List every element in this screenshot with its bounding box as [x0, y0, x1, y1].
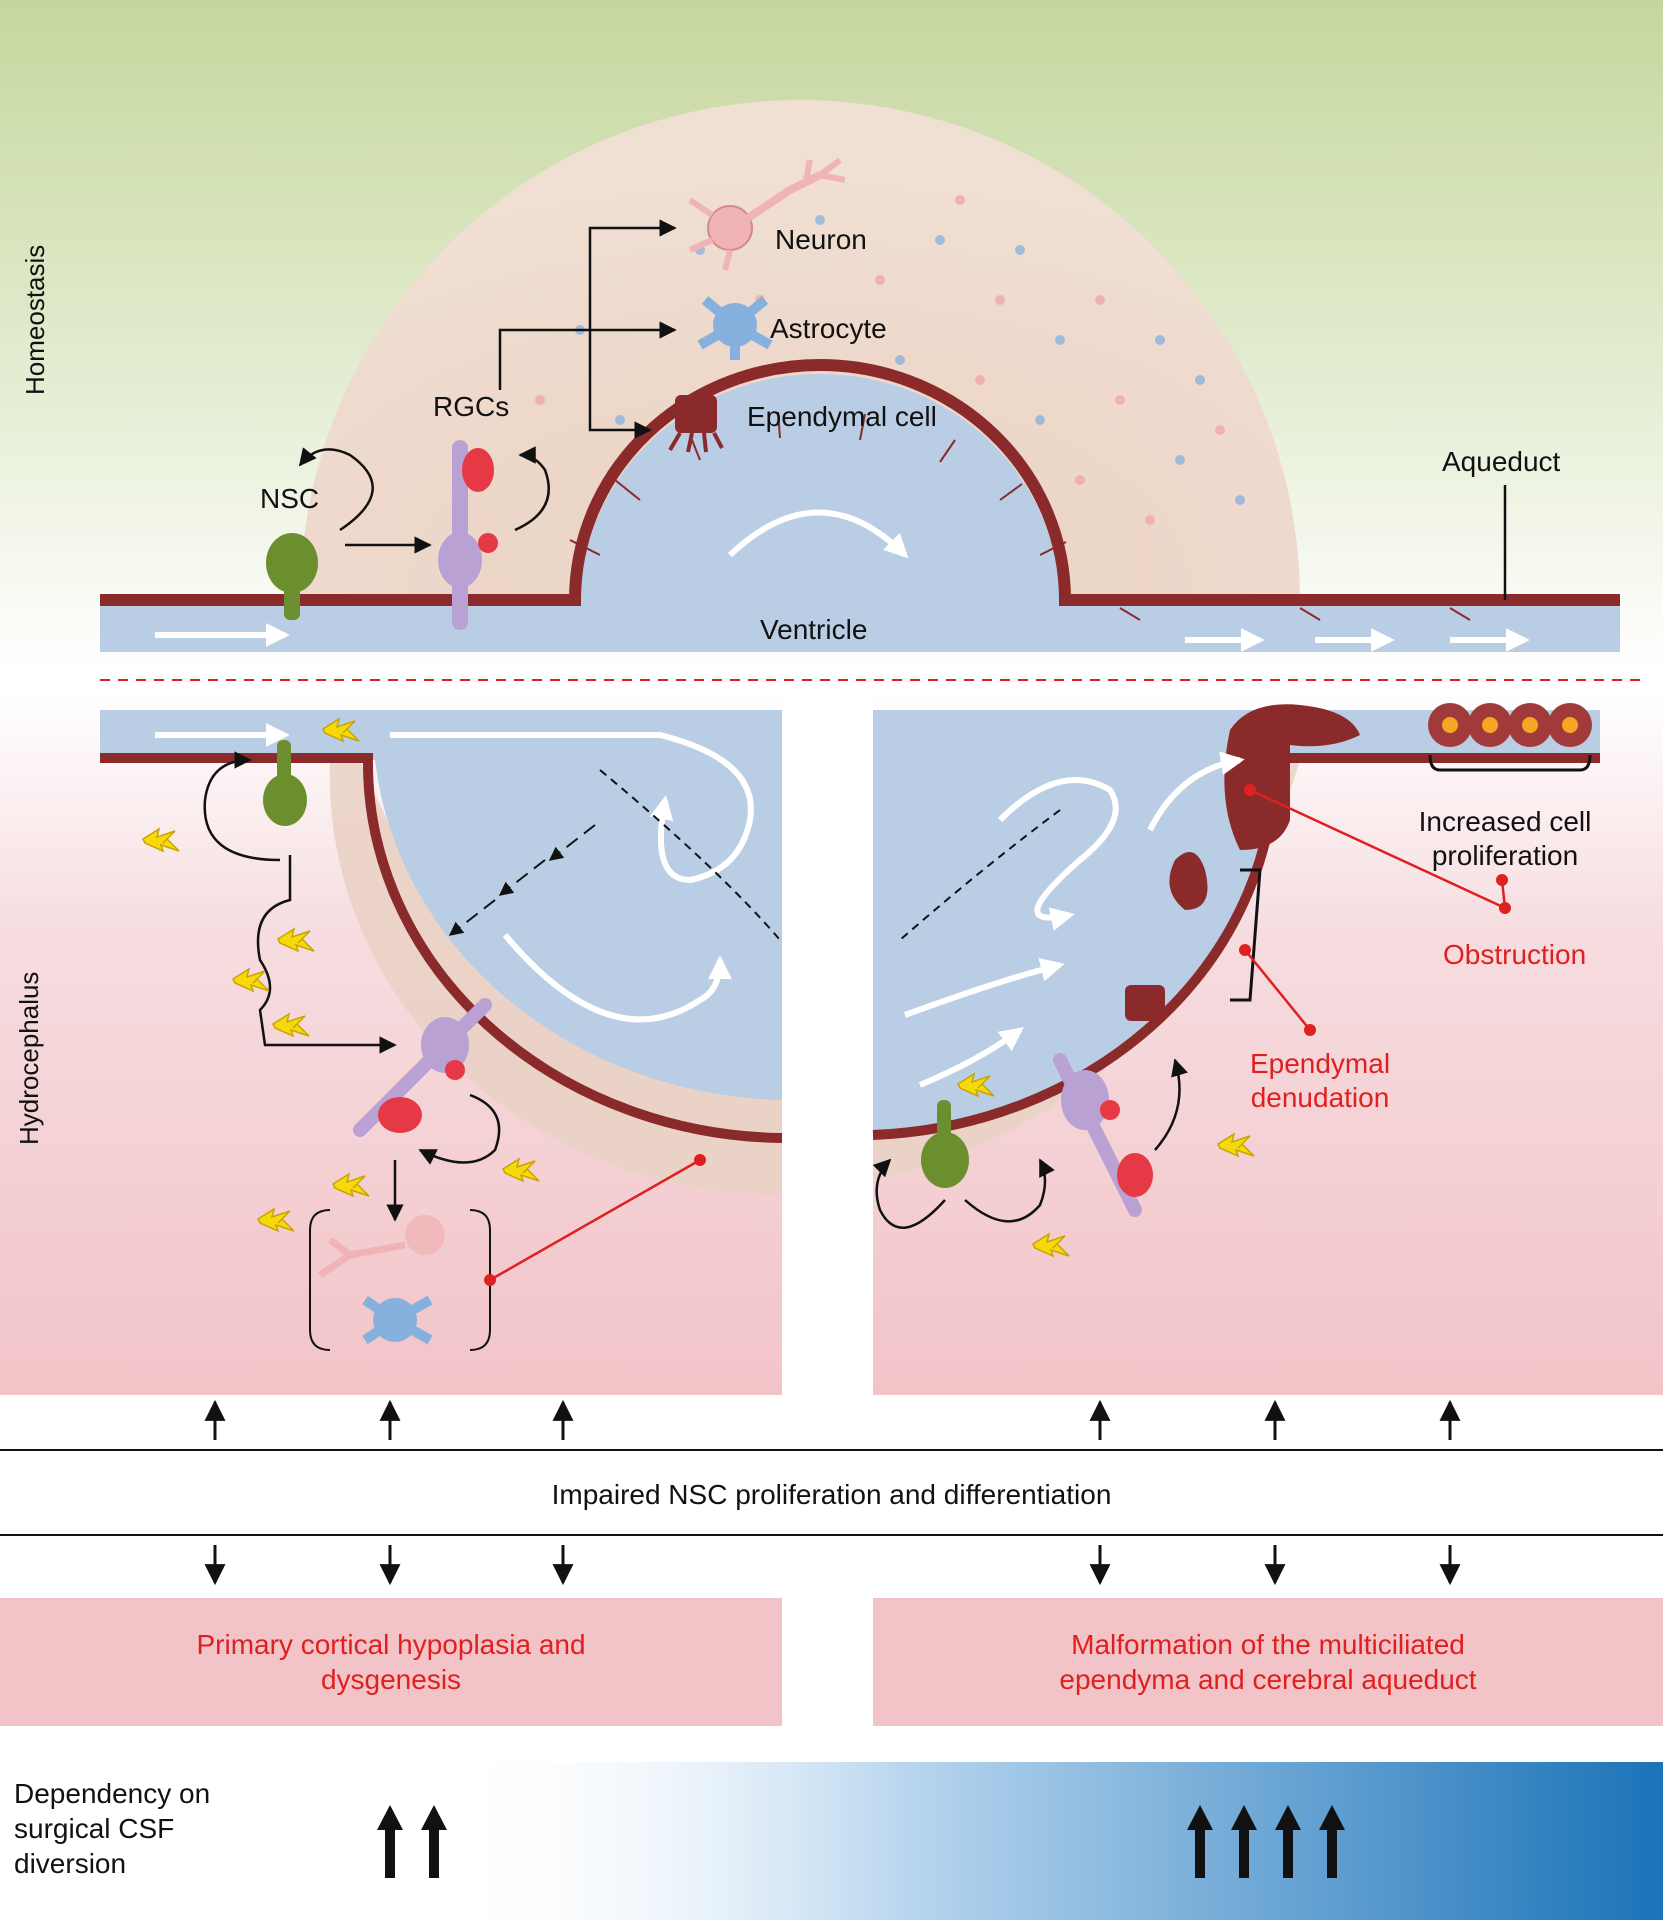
hydrocephalus-section-label: Hydrocephalus	[14, 971, 44, 1145]
increased-proliferation-line-1: Increased cell	[1418, 806, 1592, 837]
left-cortex	[329, 760, 782, 1196]
right-dependency-arrow-4	[1319, 1805, 1345, 1878]
obstruction-dot-c	[1496, 874, 1508, 886]
right-outcome-line-1: Malformation of the multiciliated	[1071, 1629, 1465, 1660]
left-outcome-line-2: dysgenesis	[320, 1664, 462, 1695]
dependency-label: Dependency on surgical CSF diversion	[14, 1776, 210, 1881]
homeostasis-section-label: Homeostasis	[20, 244, 50, 395]
left-connector-line	[489, 1158, 701, 1282]
down-arrows	[204, 1545, 1461, 1586]
ependymal-cell-label: Ependymal cell	[747, 401, 937, 432]
left-lineage-arrows	[203, 751, 501, 1222]
right-outcome-box: Malformation of the multiciliated ependy…	[873, 1598, 1663, 1726]
rgcs-label: RGCs	[433, 391, 510, 422]
denudation-line-1: Ependymal	[1249, 1048, 1391, 1079]
right-dependency-arrow-2	[1231, 1805, 1257, 1878]
right-cortex	[873, 760, 1300, 1180]
left-ependymal-lining	[100, 753, 783, 1143]
neuron-icon	[688, 157, 846, 271]
up-arrows	[204, 1399, 1461, 1440]
proliferation-bracket	[1428, 754, 1592, 772]
right-outcome-line-2: ependyma and cerebral aqueduct	[1059, 1664, 1477, 1695]
right-nsc-cell	[921, 1100, 969, 1188]
right-rgc-cell	[1053, 1053, 1153, 1217]
ependymal-lining	[100, 359, 1620, 606]
obstruction-mass	[1224, 704, 1360, 850]
ependymal-cell-icon	[668, 395, 724, 453]
left-rgc-cell	[353, 998, 492, 1137]
left-dependency-arrow-1	[377, 1805, 403, 1878]
nsc-cell	[266, 533, 318, 620]
dependency-gradient-bar	[280, 1762, 1663, 1920]
dependency-line-2: surgical CSF	[14, 1813, 175, 1844]
impaired-nsc-text: Impaired NSC proliferation and different…	[551, 1479, 1112, 1510]
neuron-label: Neuron	[775, 224, 867, 255]
lineage-arrows	[298, 219, 1507, 600]
proliferating-cells	[1428, 703, 1592, 747]
ventricle-label: Ventricle	[760, 614, 868, 645]
csf-flow-arrows	[155, 509, 1530, 652]
right-dilated-ventricle	[873, 710, 1600, 1135]
left-neuron-astrocyte	[318, 1215, 445, 1345]
aqueduct-label: Aqueduct	[1442, 446, 1561, 477]
increased-proliferation-line-2: proliferation	[1431, 839, 1579, 871]
dependency-line-3: diversion	[14, 1848, 127, 1879]
left-bracket-open	[309, 1209, 331, 1351]
right-dashed-line	[899, 809, 1061, 941]
dependency-arrows	[377, 1805, 1345, 1878]
right-lineage-arrows	[872, 1058, 1188, 1229]
ependymal-denudation-label: Ependymal denudation	[1235, 1047, 1405, 1114]
right-csf-flow	[903, 751, 1245, 1088]
left-connector-dot-a	[484, 1274, 496, 1286]
right-dependency-arrow-1	[1187, 1805, 1213, 1878]
denudation-dot-b	[1304, 1024, 1316, 1036]
denudation-dot-a	[1239, 944, 1251, 956]
cilia	[569, 411, 1471, 621]
obstruction-label: Obstruction	[1443, 939, 1587, 970]
csf-channel	[100, 604, 1620, 652]
left-outcome-line-1: Primary cortical hypoplasia and	[196, 1629, 586, 1660]
astrocyte-icon	[697, 296, 773, 360]
denudation-bracket	[1230, 868, 1262, 1002]
left-pressure-arrows	[448, 824, 596, 936]
right-dependency-arrow-3	[1275, 1805, 1301, 1878]
dependency-line-1: Dependency on	[14, 1778, 211, 1809]
left-dilated-ventricle	[100, 710, 782, 1100]
rgc-cell	[438, 440, 498, 630]
cortex-dome	[300, 100, 1300, 600]
left-connector-dot-b	[694, 1154, 706, 1166]
left-dependency-arrow-2	[421, 1805, 447, 1878]
obstruction-dot-a	[1244, 784, 1256, 796]
left-nsc-cell	[263, 740, 307, 826]
left-csf-flow	[155, 723, 754, 1023]
left-outcome-box: Primary cortical hypoplasia and dysgenes…	[0, 1598, 782, 1726]
obstruction-dot-b	[1499, 902, 1511, 914]
nsc-label: NSC	[260, 483, 320, 514]
detached-ependymal-cells	[1125, 852, 1208, 1021]
astrocyte-label: Astrocyte	[770, 313, 887, 344]
denudation-line-2: denudation	[1250, 1081, 1390, 1113]
increased-proliferation-label: Increased cell proliferation	[1400, 805, 1610, 872]
